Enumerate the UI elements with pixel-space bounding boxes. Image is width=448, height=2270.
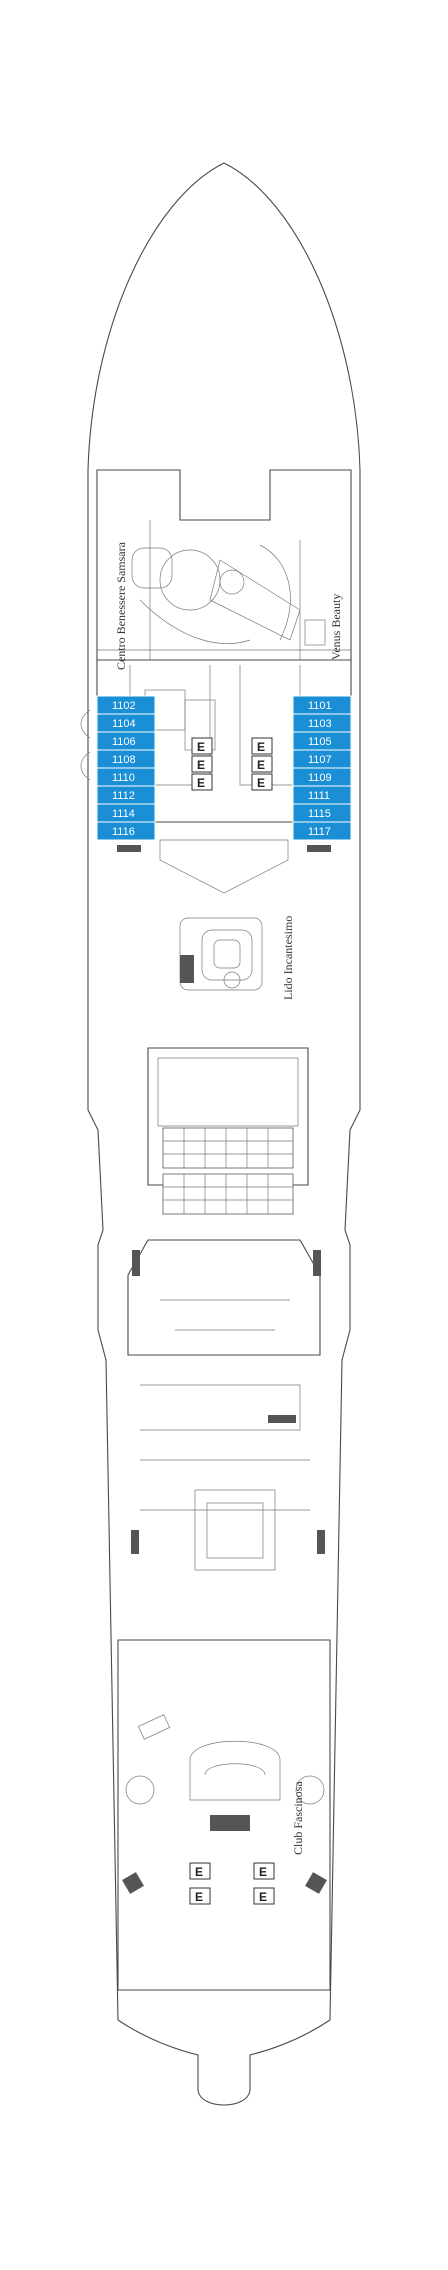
cabin-1116[interactable]: 1116 xyxy=(96,821,156,841)
cabin-number: 1111 xyxy=(308,790,330,802)
cabin-number: 1117 xyxy=(308,826,331,838)
area-label-spa: Centro Benessere Samsara xyxy=(114,541,128,670)
cabin-number: 1105 xyxy=(308,736,332,748)
elevator-letter: E xyxy=(197,776,205,790)
elevator-letter: E xyxy=(257,758,265,772)
elevator-icon xyxy=(191,737,213,755)
cabin-1101[interactable]: 1101 xyxy=(292,695,352,715)
cabin-1117[interactable]: 1117 xyxy=(292,821,352,841)
cabin-1115[interactable]: 1115 xyxy=(292,803,352,823)
cabin-balcony-left xyxy=(117,845,141,852)
cabin-1105[interactable]: 1105 xyxy=(292,731,352,751)
midship-structure xyxy=(127,1239,325,1571)
elevator-icon xyxy=(251,755,273,773)
hull-outline xyxy=(87,162,361,2106)
elevator-letter: E xyxy=(259,1865,267,1879)
elevator-letter: E xyxy=(257,740,265,754)
elevator-bank-aft: E E E E xyxy=(189,1862,275,1905)
elevator-icon xyxy=(191,755,213,773)
elevator-letter: E xyxy=(195,1890,203,1904)
elevator-icon xyxy=(189,1887,211,1905)
elevator-letter: E xyxy=(197,740,205,754)
cabin-1108[interactable]: 1108 xyxy=(96,749,156,769)
cabin-1103[interactable]: 1103 xyxy=(292,713,352,733)
pool-deck xyxy=(147,1047,309,1215)
area-label-beauty: Venus Beauty xyxy=(329,594,343,660)
cabin-1114[interactable]: 1114 xyxy=(96,803,156,823)
area-label-lido: Lido Incantesimo xyxy=(281,916,295,1000)
elevator-letter: E xyxy=(195,1865,203,1879)
cabin-1110[interactable]: 1110 xyxy=(96,767,156,787)
elevator-letter: E xyxy=(259,1890,267,1904)
cabins-left: 1102 1104 1106 1108 1110 1112 1114 1116 xyxy=(96,695,156,852)
elevator-icon xyxy=(253,1862,275,1880)
elevator-icon xyxy=(251,773,273,791)
cabin-1102[interactable]: 1102 xyxy=(96,695,156,715)
elevator-icon xyxy=(253,1887,275,1905)
cabin-number: 1114 xyxy=(112,808,135,820)
cabin-number: 1109 xyxy=(308,772,332,784)
cabin-number: 1112 xyxy=(112,790,135,802)
cabin-number: 1104 xyxy=(112,718,136,730)
cabin-number: 1110 xyxy=(112,772,135,784)
cabin-1111[interactable]: 1111 xyxy=(292,785,352,805)
elevator-icon xyxy=(251,737,273,755)
cabin-number: 1115 xyxy=(308,808,331,820)
spa-area xyxy=(96,469,352,661)
club-area xyxy=(117,1639,331,1991)
cabin-number: 1102 xyxy=(112,700,136,712)
sun-lounger-grid xyxy=(162,1127,294,1169)
elevator-letter: E xyxy=(257,776,265,790)
cabin-1104[interactable]: 1104 xyxy=(96,713,156,733)
cabin-balcony-right xyxy=(307,845,331,852)
cabin-1112[interactable]: 1112 xyxy=(96,785,156,805)
cabin-number: 1106 xyxy=(112,736,136,748)
cabin-number: 1116 xyxy=(112,826,135,838)
curved-arrow-icon xyxy=(80,709,91,781)
elevator-letter: E xyxy=(197,758,205,772)
cabin-1109[interactable]: 1109 xyxy=(292,767,352,787)
cabin-1107[interactable]: 1107 xyxy=(292,749,352,769)
cabins-right: 1101 1103 1105 1107 1109 1111 1115 1117 xyxy=(292,695,352,852)
cabin-number: 1108 xyxy=(112,754,136,766)
elevator-bank-forward: E E E E E E xyxy=(191,737,273,791)
cabin-number: 1103 xyxy=(308,718,332,730)
cabin-number: 1107 xyxy=(308,754,332,766)
elevator-icon xyxy=(189,1862,211,1880)
cabin-1106[interactable]: 1106 xyxy=(96,731,156,751)
lido-area xyxy=(179,917,263,991)
elevator-icon xyxy=(191,773,213,791)
area-label-club: Club Fascinosa xyxy=(291,1781,305,1855)
cabin-number: 1101 xyxy=(308,700,332,712)
sun-lounger-grid xyxy=(162,1173,294,1215)
